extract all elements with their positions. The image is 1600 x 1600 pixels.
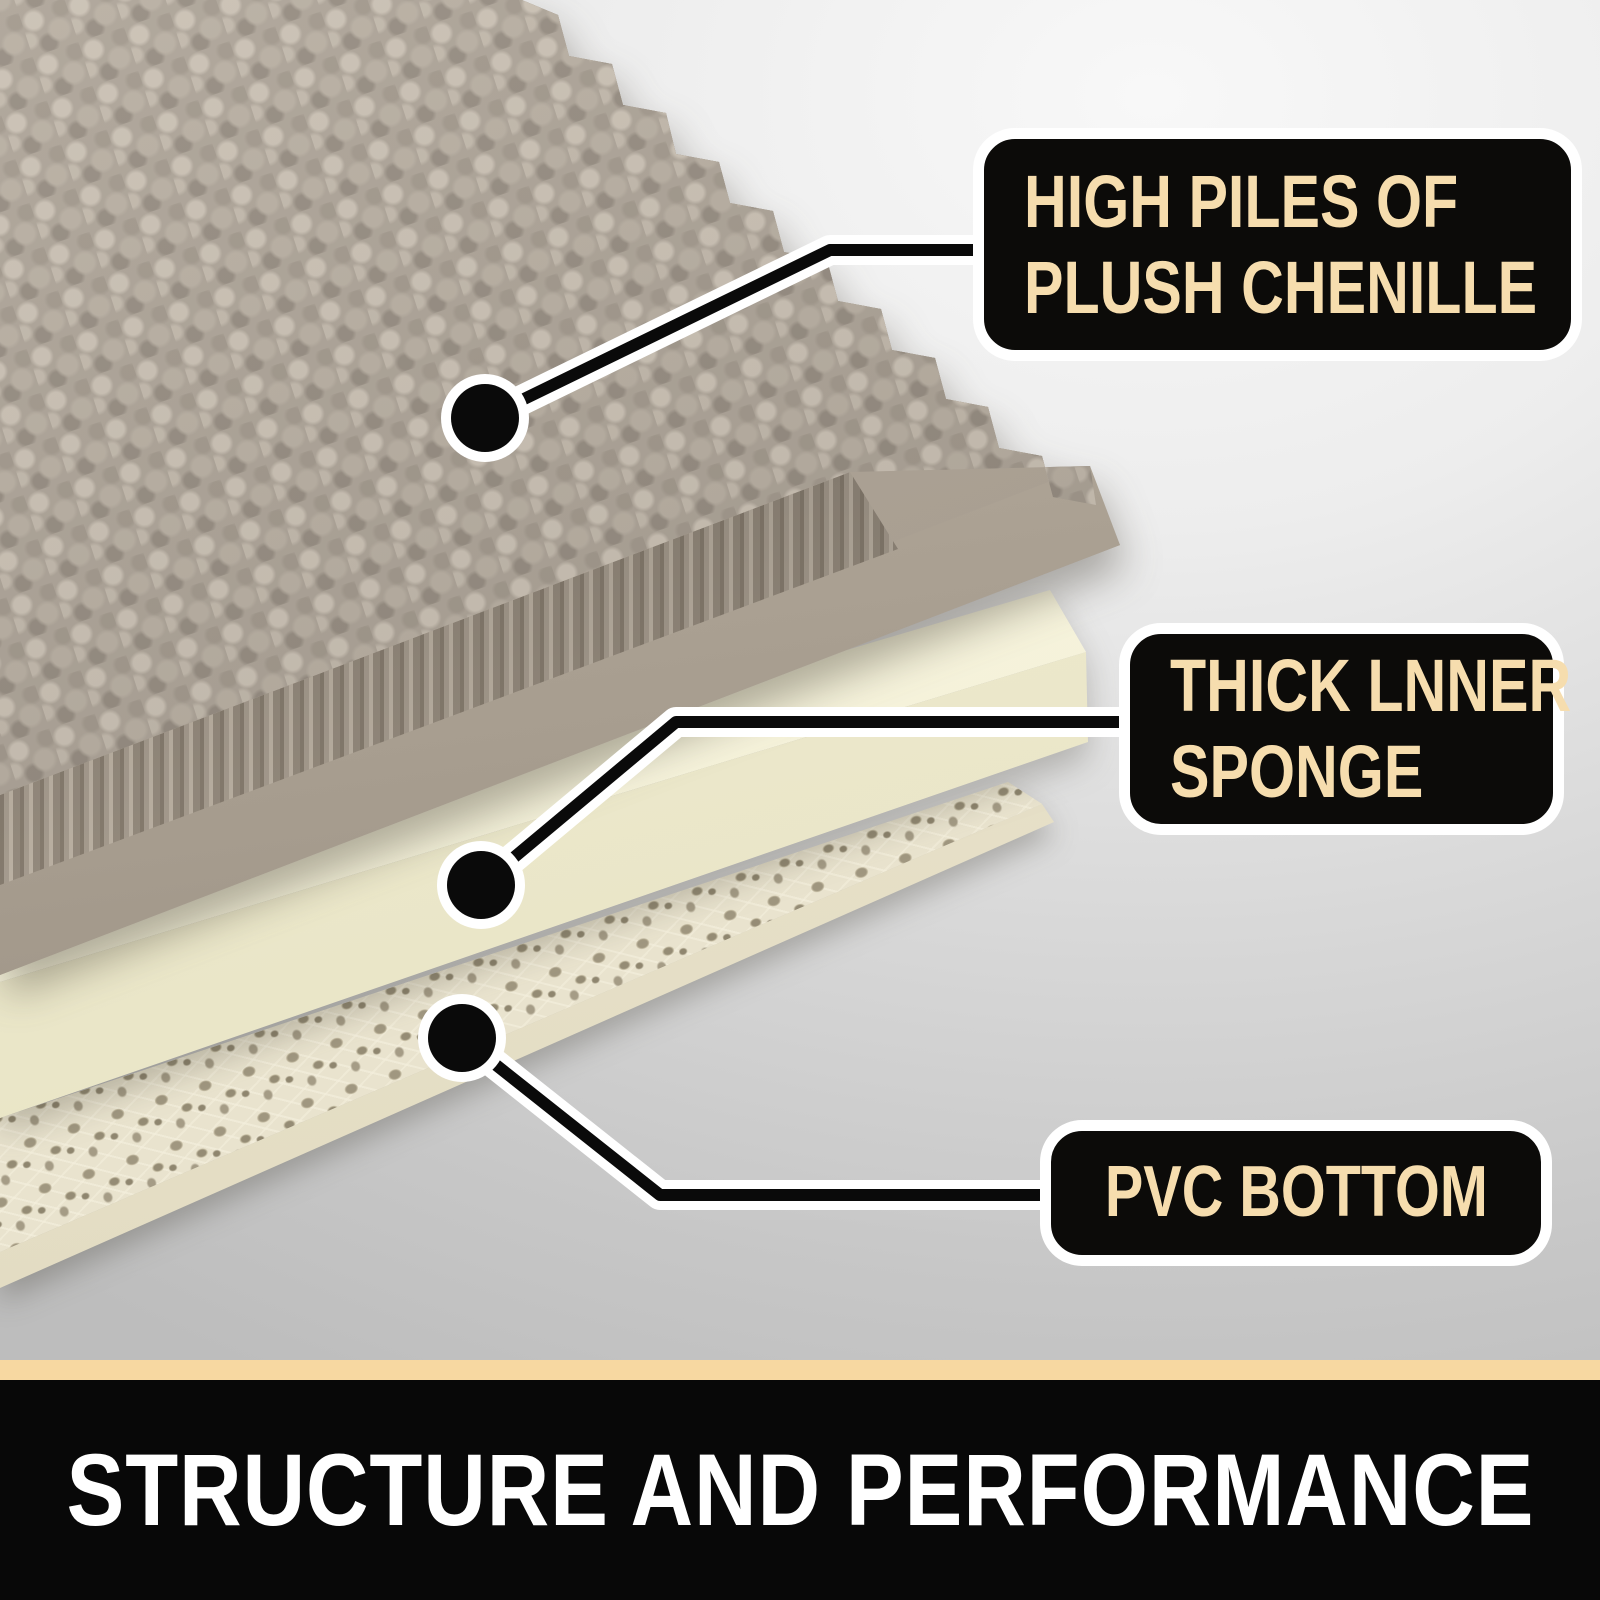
callout-dot-chenille-icon	[441, 374, 529, 462]
callout-dot-sponge-icon	[437, 841, 525, 929]
callout-label: SPONGE	[1170, 730, 1424, 813]
banner-title: STRUCTURE AND PERFORMANCE	[66, 1432, 1534, 1547]
connector-line-pvc	[447, 1023, 1067, 1210]
connector-line-chenille	[470, 235, 1005, 433]
connector-line-sponge	[466, 707, 1145, 900]
callout-label: PLUSH CHENILLE	[1024, 245, 1538, 329]
callout-box-pvc: PVC BOTTOM	[1040, 1120, 1552, 1266]
callout-label: HIGH PILES OF	[1024, 159, 1459, 243]
callout-label: THICK LNNER	[1170, 644, 1572, 728]
callout-box-chenille: HIGH PILES OF PLUSH CHENILLE	[973, 128, 1582, 361]
callout-label: PVC BOTTOM	[1104, 1152, 1488, 1233]
accent-stripe	[0, 1360, 1600, 1380]
bottom-banner: STRUCTURE AND PERFORMANCE	[0, 1380, 1600, 1600]
callout-dot-pvc-icon	[418, 994, 506, 1082]
callout-box-sponge: THICK LNNER SPONGE	[1119, 623, 1572, 835]
